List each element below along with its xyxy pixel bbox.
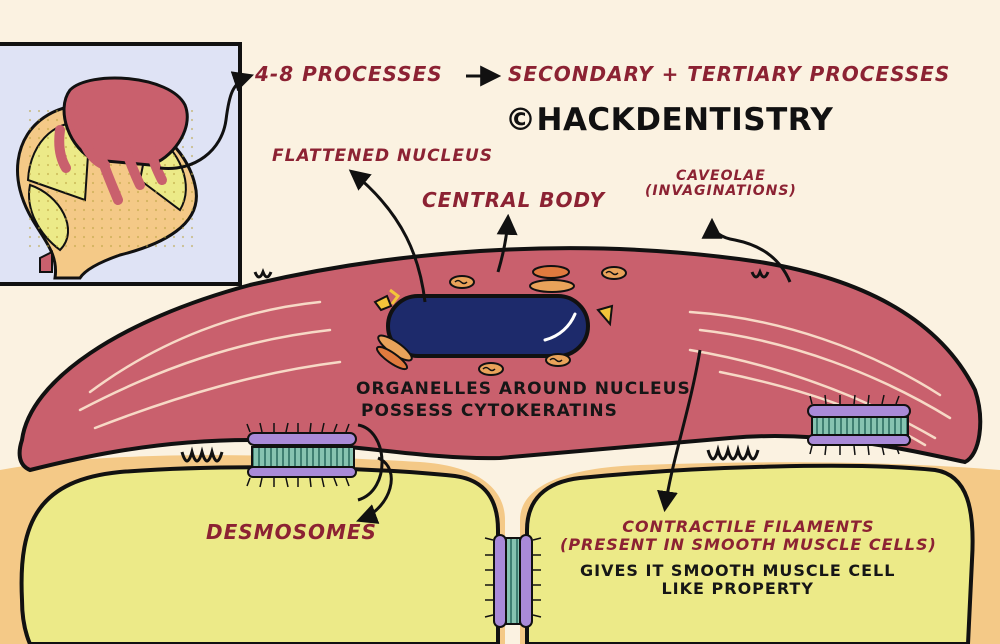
contractile-line2: (PRESENT IN SMOOTH MUSCLE CELLS) — [560, 535, 937, 555]
left-acinar-cell — [19, 465, 500, 644]
acinar-cells — [0, 455, 1000, 644]
caveolae-label: CAVEOLAE (INVAGINATIONS) — [645, 169, 797, 198]
right-acinar-cell — [525, 463, 975, 644]
desmosomes-label: DESMOSOMES — [206, 520, 377, 544]
inset-acinus-illustration — [0, 42, 242, 286]
processes-label: 4-8 PROCESSES — [255, 62, 443, 86]
desmosome-left — [246, 422, 357, 488]
secondary-processes-label: SECONDARY + TERTIARY PROCESSES — [508, 62, 951, 86]
arrow-nucleus — [348, 169, 427, 303]
organelles-line1: ORGANELLES AROUND NUCLEUS — [356, 379, 691, 399]
arrow-contractile — [657, 349, 702, 513]
annotation-arrows — [159, 65, 792, 520]
organelles — [373, 265, 627, 376]
organelles-line2: POSSESS CYTOKERATINS — [361, 401, 618, 422]
arrow-caveolae — [701, 217, 792, 283]
smooth-muscle-property-label: GIVES IT SMOOTH MUSCLE CELL LIKE PROPERT… — [580, 562, 895, 597]
contractile-filaments — [78, 300, 952, 447]
caveolae-line1: CAVEOLAE — [676, 168, 766, 184]
gives-line2: LIKE PROPERTY — [661, 578, 814, 598]
arrow-processes — [159, 71, 254, 170]
flattened-nucleus — [386, 294, 590, 358]
contractile-filaments-label: CONTRACTILE FILAMENTS (PRESENT IN SMOOTH… — [560, 517, 937, 555]
contractile-line1: CONTRACTILE FILAMENTS — [622, 517, 875, 536]
desmosomes — [246, 394, 911, 628]
arrow-desmosomes — [358, 423, 393, 520]
central-body-label: CENTRAL BODY — [422, 188, 606, 212]
caveolae — [180, 267, 770, 463]
gives-line1: GIVES IT SMOOTH MUSCLE CELL — [580, 561, 896, 580]
organelles-label: ORGANELLES AROUND NUCLEUS POSSESS CYTOKE… — [356, 378, 691, 422]
arrow-central-body — [496, 213, 518, 273]
desmosome-bottom — [484, 534, 542, 628]
desmosome-right — [807, 394, 911, 456]
watermark: ©HACKDENTISTRY — [505, 102, 834, 138]
caveolae-line2: (INVAGINATIONS) — [645, 182, 797, 199]
flattened-nucleus-label: FLATTENED NUCLEUS — [272, 146, 494, 166]
